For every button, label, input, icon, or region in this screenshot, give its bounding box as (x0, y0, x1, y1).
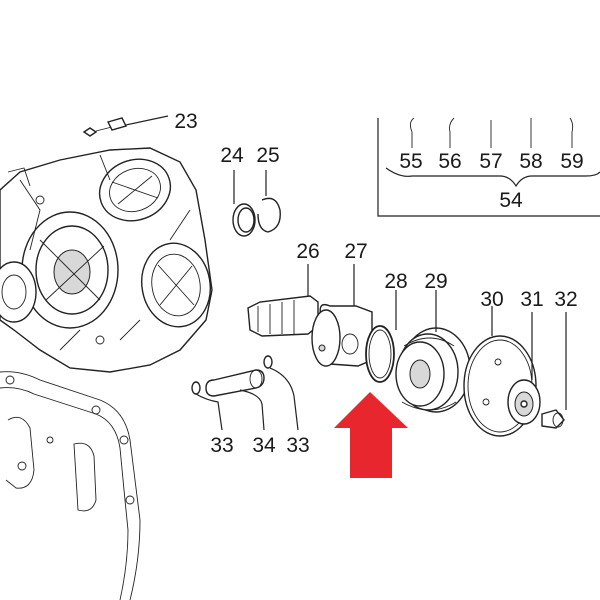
ring-24: 24 (220, 144, 256, 237)
callout-24: 24 (220, 144, 244, 167)
callout-34: 34 (252, 434, 276, 457)
callout-26: 26 (296, 240, 319, 263)
circlip-25: 25 (256, 144, 281, 233)
pump-housing (0, 147, 213, 373)
callout-23: 23 (174, 110, 197, 133)
callout-30: 30 (480, 288, 503, 311)
callout-59: 59 (560, 150, 583, 173)
callout-32: 32 (554, 288, 577, 311)
callout-33-right: 33 (286, 434, 309, 457)
callout-25: 25 (256, 144, 279, 167)
callout-33-left: 33 (210, 434, 233, 457)
callout-54: 54 (499, 189, 523, 212)
callout-27: 27 (344, 240, 367, 263)
gasket (0, 371, 141, 600)
connecting-rod-26: 26 (247, 240, 320, 337)
circlip-33-right: 33 (263, 355, 310, 457)
callout-31: 31 (520, 288, 543, 311)
piston-27: 27 (311, 240, 373, 367)
callout-58: 58 (519, 150, 542, 173)
assembly-group-54: 55 56 57 58 59 54 (377, 117, 600, 217)
callout-55: 55 (399, 150, 422, 173)
screw-23: 23 (82, 110, 198, 137)
valve-31: 31 (507, 288, 544, 425)
highlight-arrow (334, 392, 408, 478)
piston-pin-34: 34 (205, 369, 276, 457)
ring-28: 28 (365, 270, 408, 383)
callout-57: 57 (479, 150, 502, 173)
bolt-32: 32 (541, 288, 578, 429)
callout-29: 29 (424, 270, 447, 293)
circlip-33-left: 33 (191, 381, 234, 457)
callout-56: 56 (438, 150, 461, 173)
callout-28: 28 (384, 270, 407, 293)
